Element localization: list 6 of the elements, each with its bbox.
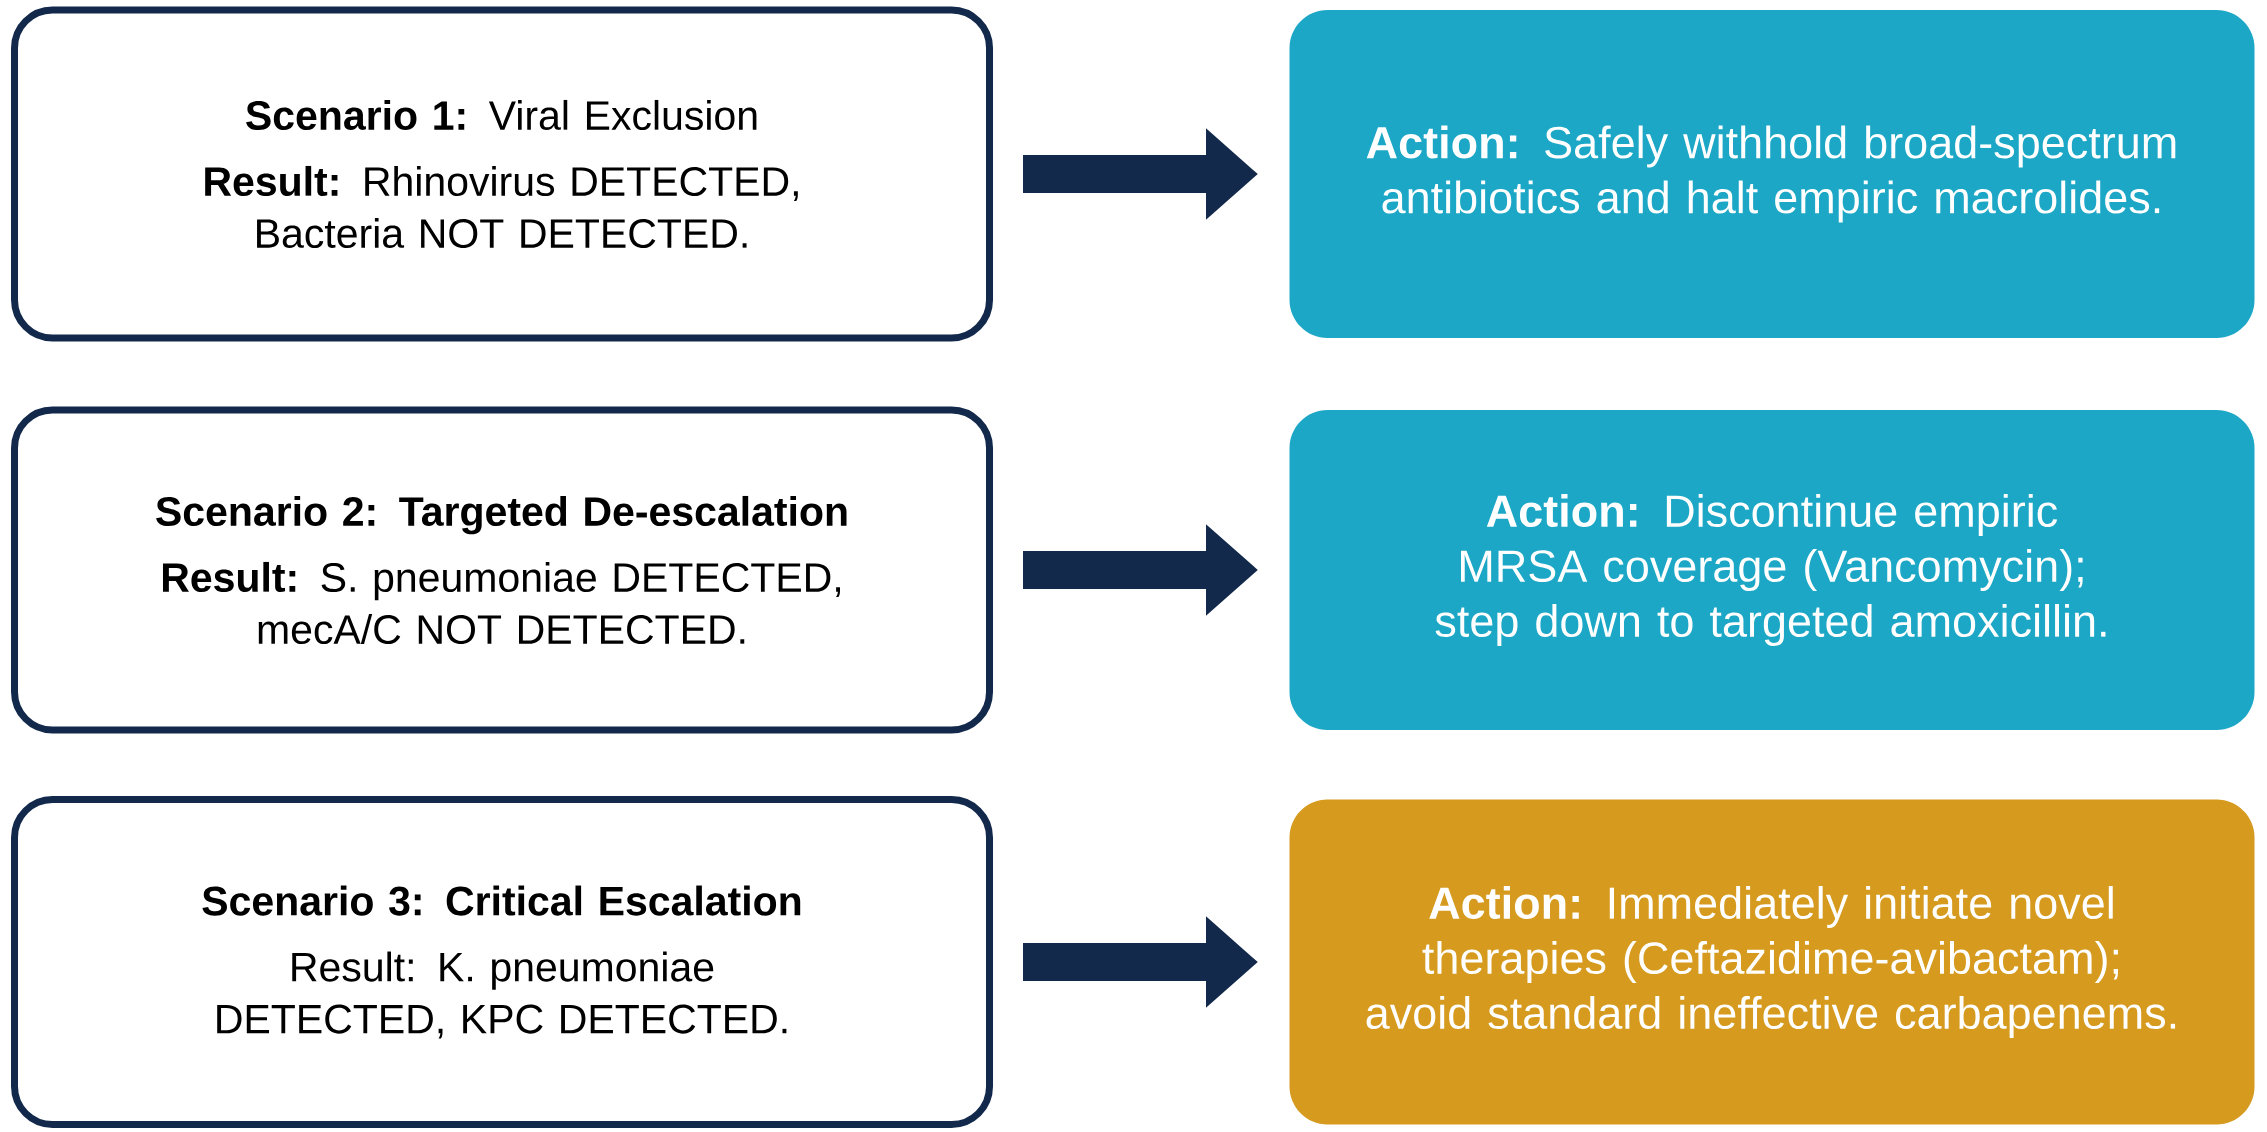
action-box: Action: Immediately initiate novel therapies (Ceftazidime-avibactam); avoid standard ineffective carbapenems. (1289, 799, 2255, 1125)
scenario-box: Scenario 1: Viral Exclusion Result: Rhinovirus DETECTED, Bacteria NOT DETECTED. (11, 6, 993, 342)
action-box: Action: Safely withhold broad-spectrum antibiotics and halt empiric macrolides. (1289, 10, 2255, 338)
scenario-box: Scenario 3: Critical Escalation Result: K. pneumoniae DETECTED, KPC DETECTED. (11, 796, 993, 1128)
action-box: Action: Discontinue empiric MRSA coverage (Vancomycin); step down to targeted amoxicillin. (1289, 410, 2255, 730)
scenario-box: Scenario 2: Targeted De-escalation Result: S. pneumoniae DETECTED, mecA/C NOT DETECTED. (11, 406, 993, 734)
